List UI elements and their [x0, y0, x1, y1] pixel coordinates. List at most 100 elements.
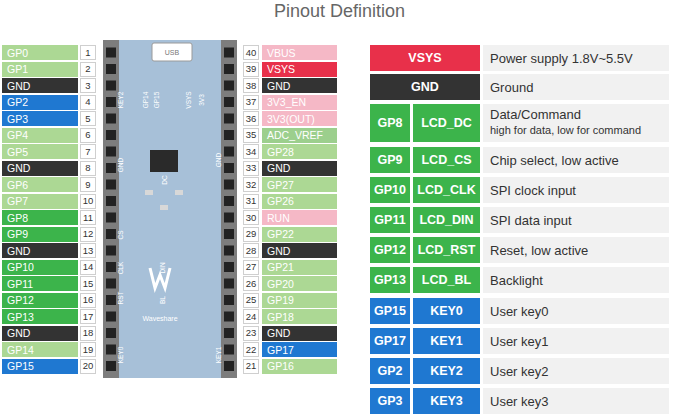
pin-name: GND: [7, 162, 30, 174]
pin-table-row: GP2KEY2 User key2: [370, 358, 669, 384]
pin-number: 24: [243, 309, 259, 324]
pin-chip: GND: [370, 74, 480, 100]
pin-number: 36: [243, 111, 259, 126]
pin-number: 5: [80, 111, 96, 126]
header-pin: [224, 229, 234, 239]
pin-name: GP18: [267, 311, 294, 323]
pin-name: 3V3(OUT): [267, 113, 315, 125]
pin-label: GP17: [262, 342, 337, 357]
pin-label: GP22: [262, 227, 337, 242]
header-pin: [106, 262, 116, 272]
pin-number: 11: [80, 210, 96, 225]
pin-label: GND: [262, 243, 337, 258]
pin-name: GP22: [267, 228, 294, 240]
header-pin: [106, 361, 116, 371]
header-pin: [224, 295, 234, 305]
header-pin: [106, 97, 116, 107]
header-pin: [106, 196, 116, 206]
pin-chip: KEY2: [413, 358, 480, 384]
pin-number: 10: [80, 194, 96, 209]
pin-name: GP12: [7, 294, 34, 306]
usb-connector: [152, 43, 192, 61]
pin-description: User key2: [490, 364, 549, 379]
pin-label: GP4: [2, 128, 78, 143]
silkscreen-label: VSYS: [186, 91, 193, 108]
pin-chip: GP17: [370, 328, 410, 354]
pin-number: 8: [80, 161, 96, 176]
pin-chip: LCD_DC: [413, 104, 480, 142]
pin-label: GP8: [2, 210, 78, 225]
pin-name: GP21: [267, 261, 294, 273]
header-strip: [221, 40, 237, 378]
silkscreen-label: KEY0: [118, 347, 125, 364]
pin-name: GP16: [267, 360, 294, 372]
pin-number: 7: [80, 144, 96, 159]
pin-label: GND: [2, 243, 78, 258]
pin-name: GP19: [267, 294, 294, 306]
header-pin: [224, 130, 234, 140]
header-pin: [106, 114, 116, 124]
chip-symbol: [150, 150, 178, 172]
pin-number: 32: [243, 177, 259, 192]
pin-label: VBUS: [262, 45, 337, 60]
pin-number: 20: [80, 359, 96, 374]
pin-name: GP11: [7, 278, 33, 290]
pin-chip: GP9: [370, 147, 410, 173]
silkscreen-label: BL: [160, 296, 167, 304]
pin-label: GND: [2, 78, 78, 93]
pin-description: User key0: [490, 304, 549, 319]
component-symbol: [145, 190, 153, 195]
pin-chip: LCD_BL: [413, 267, 480, 293]
pin-number: 3: [80, 78, 96, 93]
pin-chip: GP12: [370, 237, 410, 263]
pin-label: RUN: [262, 210, 337, 225]
pin-chip: GP2: [370, 358, 410, 384]
pin-name: GND: [7, 80, 30, 92]
pin-table-row: GP9LCD_CSChip select, low active: [370, 147, 669, 173]
pin-table-row: GP3KEY3User key3: [370, 388, 669, 414]
pin-number: 35: [243, 128, 259, 143]
pin-number: 31: [243, 194, 259, 209]
pin-description: User key1: [490, 334, 549, 349]
pin-label: GP9: [2, 227, 78, 242]
silkscreen-label: KEY1: [216, 347, 223, 364]
pin-table-row: GP8LCD_DCData/Commandhigh for data, low …: [370, 104, 669, 142]
header-pin: [224, 163, 234, 173]
header-pin: [224, 81, 234, 91]
header-pin: [106, 130, 116, 140]
header-pin: [106, 81, 116, 91]
silkscreen-label: RST: [118, 292, 125, 305]
pin-name: VSYS: [267, 63, 295, 75]
pin-number: 19: [80, 342, 96, 357]
pin-number: 23: [243, 326, 259, 341]
silkscreen-label: CS: [118, 230, 125, 239]
pin-description: Ground: [490, 80, 533, 95]
header-pin: [106, 147, 116, 157]
pin-number: 2: [80, 62, 96, 77]
header-pin: [224, 361, 234, 371]
pin-description: Reset, low active: [490, 243, 588, 258]
header-pin: [224, 114, 234, 124]
silkscreen-label: GND: [118, 158, 125, 172]
pin-name: 3V3_EN: [267, 96, 306, 108]
pin-label: ADC_VREF: [262, 128, 337, 143]
pin-name: GP20: [267, 278, 294, 290]
silkscreen-label: Waveshare: [142, 315, 177, 322]
pin-number: 1: [80, 45, 96, 60]
pin-table-row: VSYSPower supply 1.8V~5.5V: [370, 45, 669, 71]
pin-label: GP15: [2, 359, 78, 374]
header-pin: [224, 328, 234, 338]
pin-name: GP15: [7, 360, 34, 372]
pin-name: VBUS: [267, 47, 296, 59]
pin-number: 17: [80, 309, 96, 324]
pin-name: RUN: [267, 212, 290, 224]
pin-chip: KEY0: [413, 298, 480, 324]
pin-label: GP2: [2, 95, 78, 110]
pin-label: GND: [262, 161, 337, 176]
header-pin: [106, 48, 116, 58]
header-pin: [224, 246, 234, 256]
pin-label: GP3: [2, 111, 78, 126]
silkscreen-label: DC: [162, 175, 169, 184]
pin-number: 27: [243, 260, 259, 275]
pin-chip: GP15: [370, 298, 410, 324]
